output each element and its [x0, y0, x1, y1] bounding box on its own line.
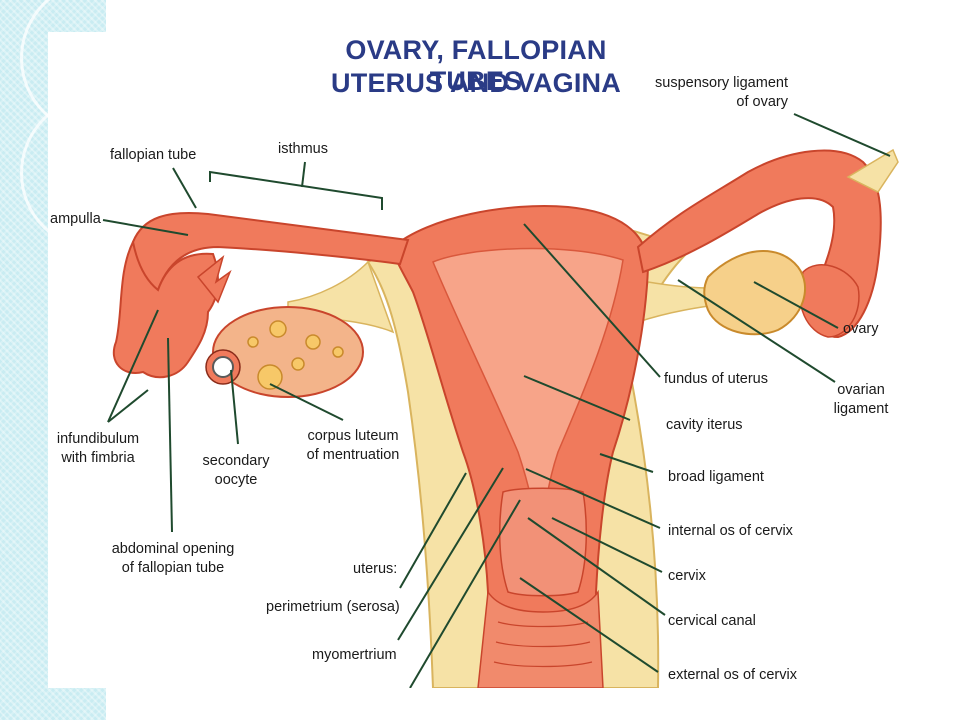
right-ovary [703, 250, 807, 336]
anatomy-illustration [102, 113, 899, 688]
label-isthmus: isthmus [278, 141, 328, 157]
label-suspensory-ligament-line2: of ovary [736, 94, 788, 110]
label-external-os: external os of cervix [668, 667, 797, 683]
label-suspensory-ligament: suspensory ligament of ovary [628, 74, 788, 112]
label-abdominal-opening-line1: abdominal opening [111, 541, 235, 557]
label-corpus-luteum-line1: corpus luteum [307, 428, 399, 444]
slide-content: OVARY, FALLOPIAN TUBES UTERUS AND VAGINA… [48, 32, 912, 688]
label-secondary-oocyte-line2: oocyte [214, 472, 258, 488]
label-ovarian-ligament: ovarian ligament [826, 381, 896, 419]
label-abdominal-opening-line2: of fallopian tube [121, 560, 225, 576]
label-abdominal-opening: abdominal opening of fallopian tube [108, 540, 238, 578]
label-broad-ligament: broad ligament [668, 469, 764, 485]
label-infundibulum: infundibulum with fimbria [48, 430, 148, 468]
label-infundibulum-line2: with fimbria [61, 450, 135, 466]
label-fundus-of-uterus: fundus of uterus [664, 371, 768, 387]
label-cervix: cervix [668, 568, 706, 584]
label-fallopian-tube: fallopian tube [110, 147, 197, 163]
left-infundibulum [113, 238, 219, 379]
label-infundibulum-line1: infundibulum [56, 431, 140, 447]
suspensory-ligament-shape [846, 148, 899, 193]
label-corpus-luteum-line2: of mentruation [306, 447, 400, 463]
uterine-cavity [432, 247, 624, 553]
label-secondary-oocyte: secondary oocyte [196, 452, 276, 490]
vagina-shape [477, 589, 604, 688]
cervix-shape [499, 487, 587, 597]
diagram-title-line2: UTERUS AND VAGINA [331, 68, 621, 98]
label-ovarian-ligament-line1: ovarian [837, 382, 885, 398]
label-suspensory-ligament-line1: suspensory ligament [655, 75, 788, 91]
label-corpus-luteum: corpus luteum of mentruation [298, 427, 408, 465]
label-ovary: ovary [843, 321, 879, 337]
label-perimetrium: perimetrium (serosa) [266, 599, 400, 615]
diagram-title-line1: OVARY, FALLOPIAN TUBES [345, 35, 607, 96]
label-ovarian-ligament-line2: ligament [833, 401, 889, 417]
label-cervical-canal: cervical canal [668, 613, 756, 629]
label-uterus: uterus: [353, 561, 398, 577]
label-internal-os: internal os of cervix [668, 523, 793, 539]
left-ovary [212, 306, 364, 398]
label-ampulla: ampulla [50, 211, 101, 227]
label-secondary-oocyte-line1: secondary [202, 453, 270, 469]
label-cavity-uterus: cavity iterus [666, 417, 743, 433]
label-myometrium: myomertrium [312, 647, 397, 663]
leader-lines [102, 113, 891, 688]
